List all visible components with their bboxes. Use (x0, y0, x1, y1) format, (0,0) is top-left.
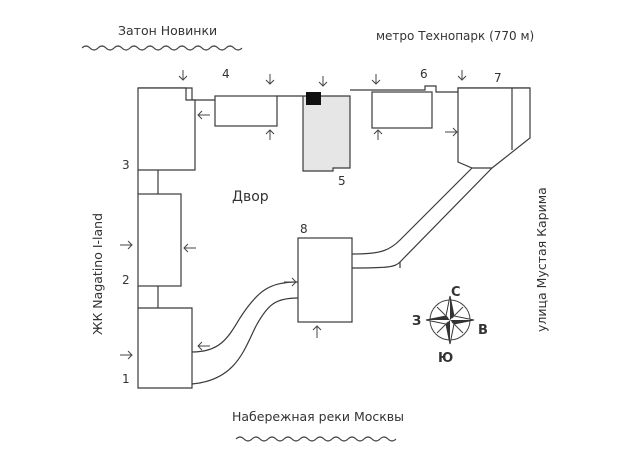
building-number-7: 7 (494, 71, 502, 85)
compass-north: С (451, 285, 461, 300)
label-zaton-novinki: Затон Новинки (118, 23, 217, 38)
wave-top-icon (81, 45, 243, 51)
building-number-4: 4 (222, 67, 230, 81)
building-8 (297, 237, 353, 323)
building-5 (302, 95, 351, 172)
building-number-1: 1 (122, 372, 130, 386)
compass-rose-icon (425, 295, 475, 345)
connector-3-2 (137, 170, 159, 194)
building-4 (214, 95, 278, 127)
label-nagatino: ЖК Nagatino I-land (90, 213, 105, 335)
building-3 (137, 87, 196, 171)
building-6 (371, 91, 433, 129)
compass-south: Ю (438, 351, 453, 366)
selected-section-marker (306, 92, 321, 105)
passage-8-1-outer (191, 281, 299, 353)
building-7 (457, 87, 531, 169)
building-number-2: 2 (122, 273, 130, 287)
building-number-5: 5 (338, 174, 346, 188)
label-street: улица Мустая Карима (534, 187, 549, 332)
building-1 (137, 307, 193, 389)
label-embankment: Набережная реки Москвы (232, 409, 404, 424)
entry-arrows-left (183, 110, 210, 351)
connector-2-1 (137, 286, 159, 308)
entry-arrows-top (178, 70, 467, 87)
compass-west: З (412, 314, 421, 329)
building-2 (137, 193, 182, 287)
passage-7-8-outer (351, 167, 473, 255)
building-number-6: 6 (420, 67, 428, 81)
entry-arrows-up (265, 129, 383, 338)
label-yard: Двор (232, 189, 269, 205)
entry-arrows-right (120, 127, 458, 360)
passage-8-1-inner (191, 297, 299, 385)
compass-east: В (478, 323, 488, 338)
building-number-3: 3 (122, 158, 130, 172)
building-number-8: 8 (300, 222, 308, 236)
label-metro: метро Технопарк (770 м) (376, 29, 534, 43)
wave-bottom-icon (235, 436, 397, 442)
